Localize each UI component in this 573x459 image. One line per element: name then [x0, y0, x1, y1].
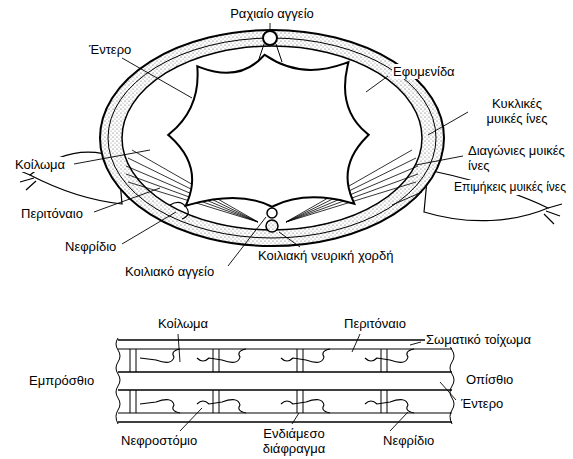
- part-label: Περιτόναιο: [20, 206, 84, 221]
- part-label: Κοίλωμα: [14, 157, 66, 172]
- part-label: Εμπρόσθιο: [28, 373, 95, 388]
- part-label: Διαγώνιες μυικές ίνες: [467, 143, 569, 173]
- part-label: Εφυμενίδα: [392, 64, 456, 79]
- part-label: Νεφρίδιο: [64, 239, 117, 254]
- part-label: Οπίσθιο: [465, 372, 514, 387]
- part-label: Περιτόναιο: [343, 316, 407, 331]
- part-label: Έντερο: [88, 42, 132, 57]
- part-label: Σωματικό τοίχωμα: [425, 332, 532, 347]
- part-label: Έντερο: [460, 396, 504, 411]
- part-label: Κοιλιακό αγγείο: [124, 264, 215, 279]
- part-label: Κυκλικές μυικές ίνες: [472, 96, 562, 126]
- part-label: Κοιλιακή νευρική χορδή: [257, 248, 394, 263]
- part-label: Επιμήκεις μυικές ίνες: [453, 180, 567, 195]
- part-label: Νεφρίδιο: [382, 433, 435, 448]
- part-label: Ενδιάμεσο διάφραγμα: [252, 426, 336, 456]
- part-label: Κοίλωμα: [157, 316, 209, 331]
- part-label: Ραχιαίο αγγείο: [226, 6, 318, 21]
- part-label: Νεφροστόμιο: [120, 433, 198, 448]
